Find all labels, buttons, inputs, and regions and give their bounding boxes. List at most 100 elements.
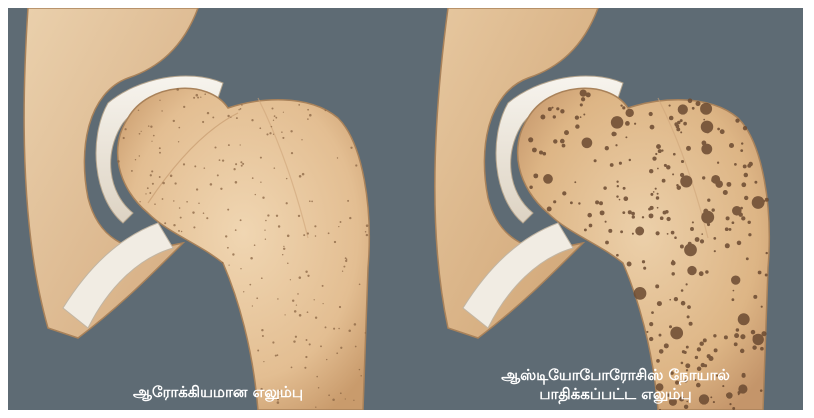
bone-pore: [290, 279, 291, 280]
bone-pore: [635, 227, 644, 236]
bone-pore: [681, 160, 684, 163]
bone-pore: [186, 201, 188, 203]
bone-pore: [273, 134, 274, 135]
bone-pore: [141, 131, 142, 132]
bone-pore: [642, 216, 644, 218]
bone-pore: [529, 185, 532, 188]
bone-pore: [150, 174, 152, 176]
bone-pore: [752, 345, 756, 349]
bone-pore: [220, 188, 222, 190]
bone-pore: [580, 116, 582, 118]
bone-pore: [651, 311, 654, 314]
bone-pore: [656, 196, 659, 199]
bone-pore: [532, 148, 537, 153]
bone-pore: [681, 289, 684, 292]
bone-pore: [729, 143, 734, 148]
bone-pore: [284, 314, 285, 315]
bone-pore: [697, 347, 701, 351]
bone-pore: [734, 163, 737, 166]
bone-pore: [322, 285, 324, 287]
bone-pore: [295, 336, 297, 338]
bone-pore: [217, 174, 219, 176]
bone-pore: [664, 343, 669, 348]
bone-pore: [648, 208, 651, 211]
bone-pore: [131, 170, 133, 172]
bone-pore: [282, 137, 284, 139]
bone-pore: [243, 291, 244, 292]
bone-pore: [687, 266, 696, 275]
bone-pore: [233, 168, 235, 170]
bone-pore: [176, 88, 179, 91]
bone-pore: [669, 325, 672, 328]
bone-pore: [276, 215, 278, 217]
bone-pore: [235, 229, 237, 231]
bone-pore: [340, 347, 342, 349]
bone-pore: [726, 216, 730, 220]
bone-pore: [299, 175, 302, 178]
bone-pore: [359, 369, 360, 370]
bone-pore: [615, 144, 617, 146]
bone-pore: [690, 227, 694, 231]
bone-pore: [274, 167, 276, 169]
bone-pore: [301, 139, 302, 140]
bone-pore: [240, 161, 242, 163]
bone-pore: [627, 262, 632, 267]
bone-pore: [194, 165, 196, 167]
bone-pore: [580, 89, 587, 96]
bone-pore: [655, 284, 659, 288]
bone-pore: [230, 117, 231, 118]
bone-pore: [200, 97, 201, 98]
bone-pore: [153, 135, 155, 137]
bone-pore: [713, 237, 716, 240]
bone-pore: [611, 116, 624, 129]
bone-pore: [249, 284, 251, 286]
bone-pore: [670, 327, 683, 340]
bone-pore: [227, 247, 229, 249]
bone-pore: [196, 94, 199, 97]
bone-pore: [676, 184, 679, 187]
bone-pore: [732, 407, 735, 410]
bone-pore: [548, 107, 552, 111]
bone-pore: [180, 217, 182, 219]
bone-pore: [570, 201, 573, 204]
bone-pore: [701, 144, 712, 155]
bone-pore: [235, 163, 237, 165]
bone-pore: [278, 225, 280, 227]
bone-pore: [365, 231, 367, 233]
bone-pore: [227, 115, 229, 117]
bone-pore: [307, 109, 309, 111]
bone-pore: [656, 144, 661, 149]
bone-pore: [717, 128, 720, 131]
bone-pore: [254, 244, 256, 246]
bone-pore: [655, 153, 657, 155]
bone-pore: [578, 202, 580, 204]
bone-pore: [282, 254, 283, 255]
bone-pore: [643, 267, 646, 270]
bone-pore: [139, 155, 140, 156]
bone-pore: [291, 152, 293, 154]
bone-pore: [726, 182, 731, 187]
bone-pore: [560, 139, 565, 144]
bone-pore: [267, 214, 269, 216]
bone-pore: [700, 103, 712, 115]
bone-pore: [271, 107, 273, 109]
bone-pore: [738, 313, 750, 325]
bone-pore: [680, 245, 684, 249]
bone-pore: [148, 125, 149, 126]
bone-pore: [275, 117, 277, 119]
bone-pore: [305, 356, 307, 358]
bone-pore: [734, 342, 738, 346]
bone-pore: [241, 165, 243, 167]
bone-pore: [629, 159, 631, 161]
bone-pore: [345, 260, 347, 262]
bone-pore: [610, 163, 614, 167]
bone-pore: [328, 232, 330, 234]
bone-pore: [235, 181, 238, 184]
bone-pore: [299, 276, 302, 279]
bone-pore: [290, 130, 292, 132]
bone-pore: [603, 186, 606, 189]
bone-pore: [326, 359, 327, 360]
bone-pore: [222, 159, 224, 161]
bone-pore: [655, 188, 657, 190]
bone-pore: [307, 311, 309, 313]
